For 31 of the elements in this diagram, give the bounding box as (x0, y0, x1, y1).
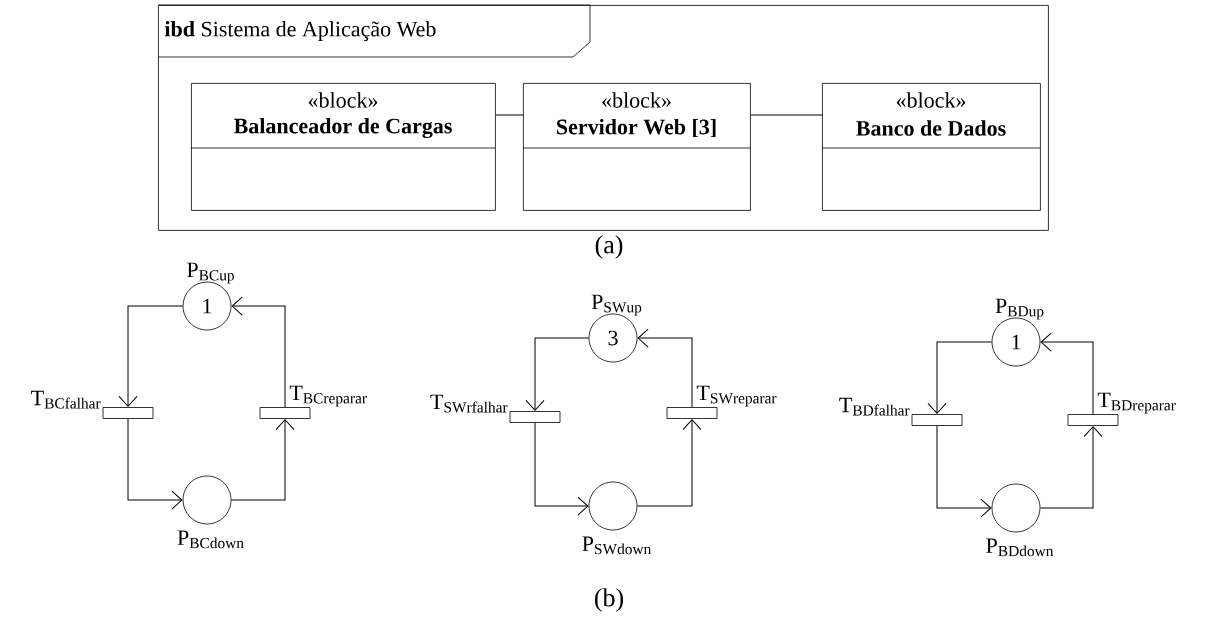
block: «block» Servidor Web [3] (522, 83, 751, 211)
arc-arrow (636, 419, 702, 507)
place-label: $\mathrm{P}_{\mathrm{SWup}}$ (591, 294, 642, 316)
transition-label: $\mathrm{T}_{\mathrm{BCreparar}}$ (289, 385, 367, 407)
transition-label: $\mathrm{T}_{\mathrm{SWreparar}}$ (696, 385, 777, 407)
arc-arrow (637, 328, 693, 408)
arc-arrow (525, 337, 590, 411)
transition-label: $\mathrm{T}_{\mathrm{BDreparar}}$ (1097, 392, 1176, 414)
arc-arrow (1039, 426, 1103, 509)
arc-arrow (127, 418, 183, 510)
transition-label: $\mathrm{T}_{\mathrm{BDfalhar}}$ (839, 397, 910, 416)
arc-arrow (118, 305, 184, 407)
arc-arrow (1040, 332, 1094, 415)
block: «block» Banco de Dados (821, 83, 1041, 211)
transition-label: $\mathrm{T}_{\mathrm{BCfalhar}}$ (31, 390, 101, 409)
block: «block» Balanceador de Cargas (190, 83, 496, 211)
transition-label: $\mathrm{T}_{\mathrm{SWrfalhar}}$ (430, 394, 508, 413)
place-label: $\mathrm{P}_{\mathrm{BCdown}}$ (177, 530, 244, 549)
connector (750, 114, 823, 116)
arc-arrow (230, 419, 295, 501)
connector (495, 114, 524, 116)
place-label: $\mathrm{P}_{\mathrm{SWdown}}$ (582, 536, 652, 555)
place-label: $\mathrm{P}_{\mathrm{BDdown}}$ (986, 538, 1054, 557)
arc-arrow (927, 341, 993, 414)
arc-arrow (534, 422, 589, 516)
arc-arrow (231, 296, 286, 408)
place-label: $\mathrm{P}_{\mathrm{BCup}}$ (187, 262, 234, 284)
place-label: $\mathrm{P}_{\mathrm{BDup}}$ (995, 298, 1044, 320)
arc-arrow (936, 425, 992, 518)
figure-label: (a) (595, 235, 623, 259)
figure-label: (b) (595, 588, 624, 612)
